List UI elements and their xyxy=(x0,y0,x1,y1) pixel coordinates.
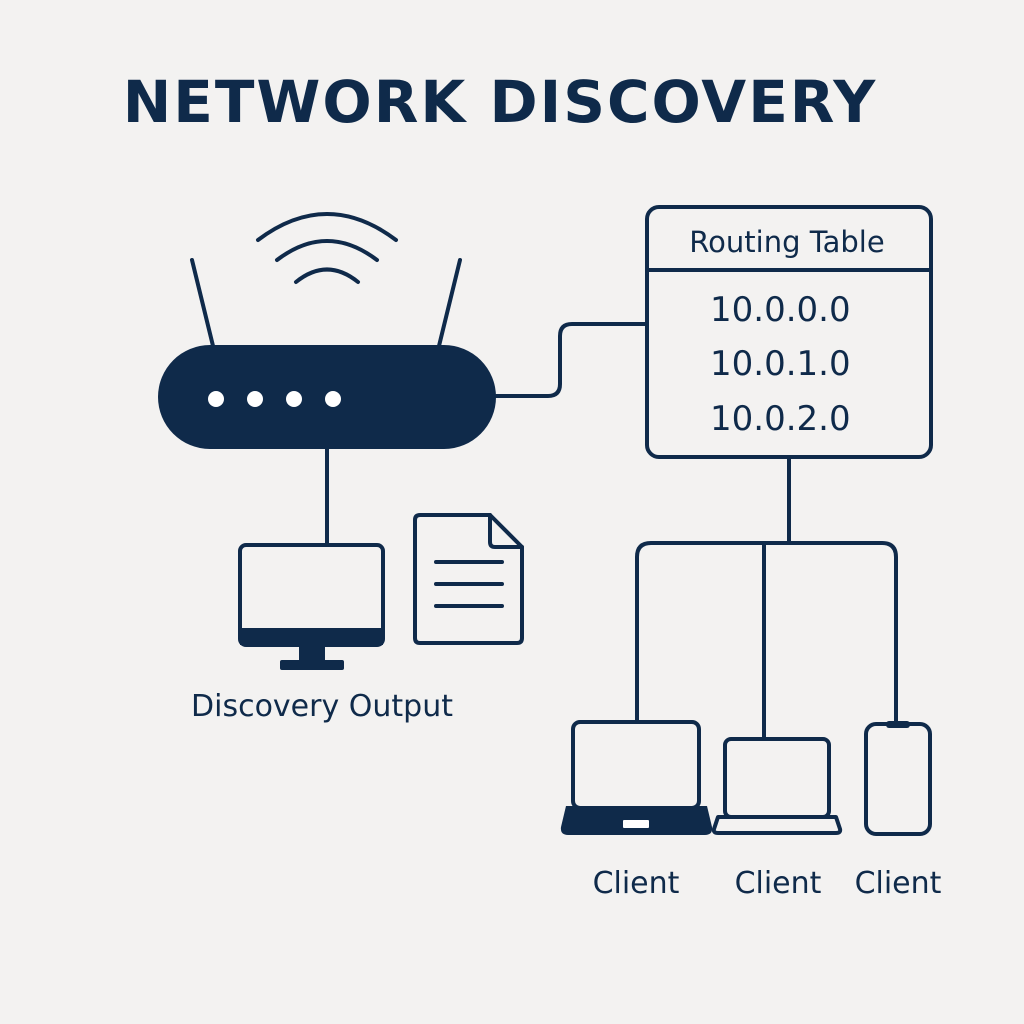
route-entry: 10.0.0.0 xyxy=(710,290,851,330)
routing-table-header: Routing Table xyxy=(689,225,884,259)
client-label: Client xyxy=(735,866,822,901)
client-label: Client xyxy=(593,866,680,901)
route-entry: 10.0.2.0 xyxy=(710,399,851,439)
router-led-3 xyxy=(286,391,302,407)
router-led-2 xyxy=(247,391,263,407)
laptop-outline-icon xyxy=(711,737,843,835)
router-led-4 xyxy=(325,391,341,407)
laptop-icon xyxy=(560,720,713,835)
router-icon xyxy=(158,258,496,449)
router-led-1 xyxy=(208,391,224,407)
router-table-connector xyxy=(494,322,648,398)
diagram-title: NETWORK DISCOVERY xyxy=(123,68,878,136)
discovery-output-label: Discovery Output xyxy=(191,689,453,724)
monitor-icon xyxy=(238,543,385,670)
client-label: Client xyxy=(855,866,942,901)
document-icon xyxy=(413,513,524,645)
client-tree-connectors xyxy=(635,455,898,741)
routing-table: Routing Table 10.0.0.0 10.0.1.0 10.0.2.0 xyxy=(645,205,933,459)
smartphone-icon xyxy=(864,721,932,836)
wifi-signal-icon xyxy=(256,212,398,284)
route-entry: 10.0.1.0 xyxy=(710,344,851,384)
